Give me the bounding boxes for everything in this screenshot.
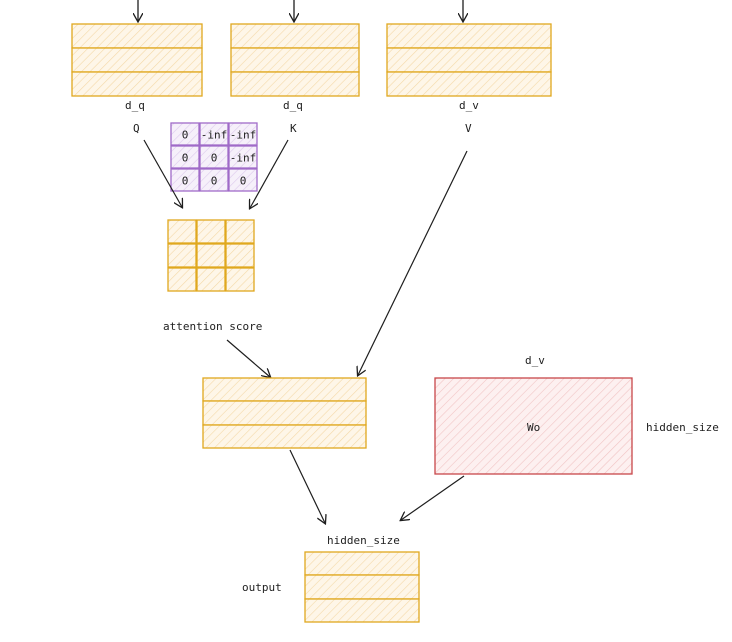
q-to-attention-arrow [143,139,182,207]
mask-cell [199,122,229,146]
attention-score-grid [167,219,255,292]
mask-cell-value: 0 [182,152,189,165]
mask-cell-value: -inf [230,129,257,142]
q-matrix [71,23,203,97]
mask-cell [228,168,258,192]
mask-cell [170,168,200,192]
mask-cell-value: 0 [182,175,189,188]
mask-cell-value: 0 [182,129,189,142]
mask-cell-value: -inf [230,152,257,165]
wo-to-output-arrow [401,475,465,520]
q-label: Q [133,122,140,135]
v-label: V [465,122,472,135]
v-matrix [386,23,552,97]
mask-cell-value: 0 [240,175,247,188]
mask-cell [199,168,229,192]
wo-label: Wo [527,421,541,434]
context-to-output-arrow [289,449,325,523]
mask-cell [170,122,200,146]
v-dim-label: d_v [459,99,479,112]
mask-cell-value: 0 [211,175,218,188]
output-dim-label: hidden_size [327,534,400,547]
attention-score-label: attention score [163,320,263,333]
output-matrix [304,551,420,623]
k-label: K [290,122,297,135]
mask-cell [228,122,258,146]
k-to-attention-arrow [250,139,289,208]
v-to-context-arrow [358,150,468,375]
mask-cell-value: -inf [201,129,228,142]
mask-cell [228,145,258,169]
mask-cell [199,145,229,169]
score-to-context-arrow [226,339,270,377]
k-dim-label: d_q [283,99,303,112]
q-dim-label: d_q [125,99,145,112]
wo-matrix [434,377,633,475]
context-matrix [202,377,367,449]
k-matrix [230,23,360,97]
mask-cell-value: 0 [211,152,218,165]
output-label: output [242,581,282,594]
wo-dim-right-label: hidden_size [646,421,719,434]
mask-cell [170,145,200,169]
wo-dim-top-label: d_v [525,354,545,367]
